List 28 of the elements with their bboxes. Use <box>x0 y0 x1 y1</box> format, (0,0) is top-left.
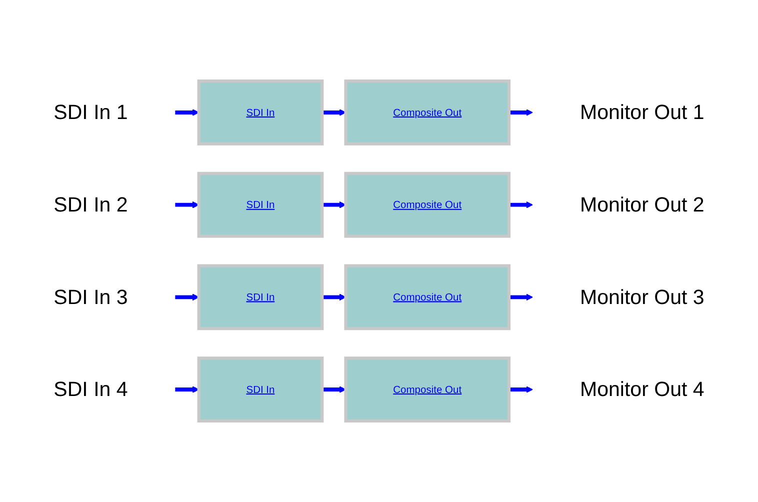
node-box: SDI In <box>197 172 324 238</box>
arrow <box>322 294 346 301</box>
arrow <box>322 109 346 116</box>
node-text: Monitor Out 2 <box>580 192 704 216</box>
arrow <box>508 201 533 208</box>
arrow <box>508 294 533 301</box>
node-box: SDI In <box>197 264 324 330</box>
node-box: SDI In <box>197 356 324 422</box>
arrow <box>175 109 200 116</box>
node-text: SDI In 2 <box>54 192 128 216</box>
node-text: Monitor Out 3 <box>580 284 704 309</box>
arrow <box>322 201 346 208</box>
arrow <box>322 386 346 393</box>
node-text: SDI In 1 <box>54 100 128 124</box>
node-box: Composite Out <box>344 80 511 146</box>
node-box: Composite Out <box>344 172 511 238</box>
arrow <box>175 386 200 393</box>
node-text: Monitor Out 1 <box>580 100 704 124</box>
node-box: SDI In <box>197 80 324 146</box>
arrow <box>175 294 200 301</box>
arrow <box>175 201 200 208</box>
node-box: Composite Out <box>344 356 511 422</box>
node-text: SDI In 4 <box>54 377 128 401</box>
arrow <box>508 386 533 393</box>
node-text: SDI In 3 <box>54 284 128 309</box>
node-text: Monitor Out 4 <box>580 377 704 401</box>
node-box: Composite Out <box>344 264 511 330</box>
arrow <box>508 109 533 116</box>
